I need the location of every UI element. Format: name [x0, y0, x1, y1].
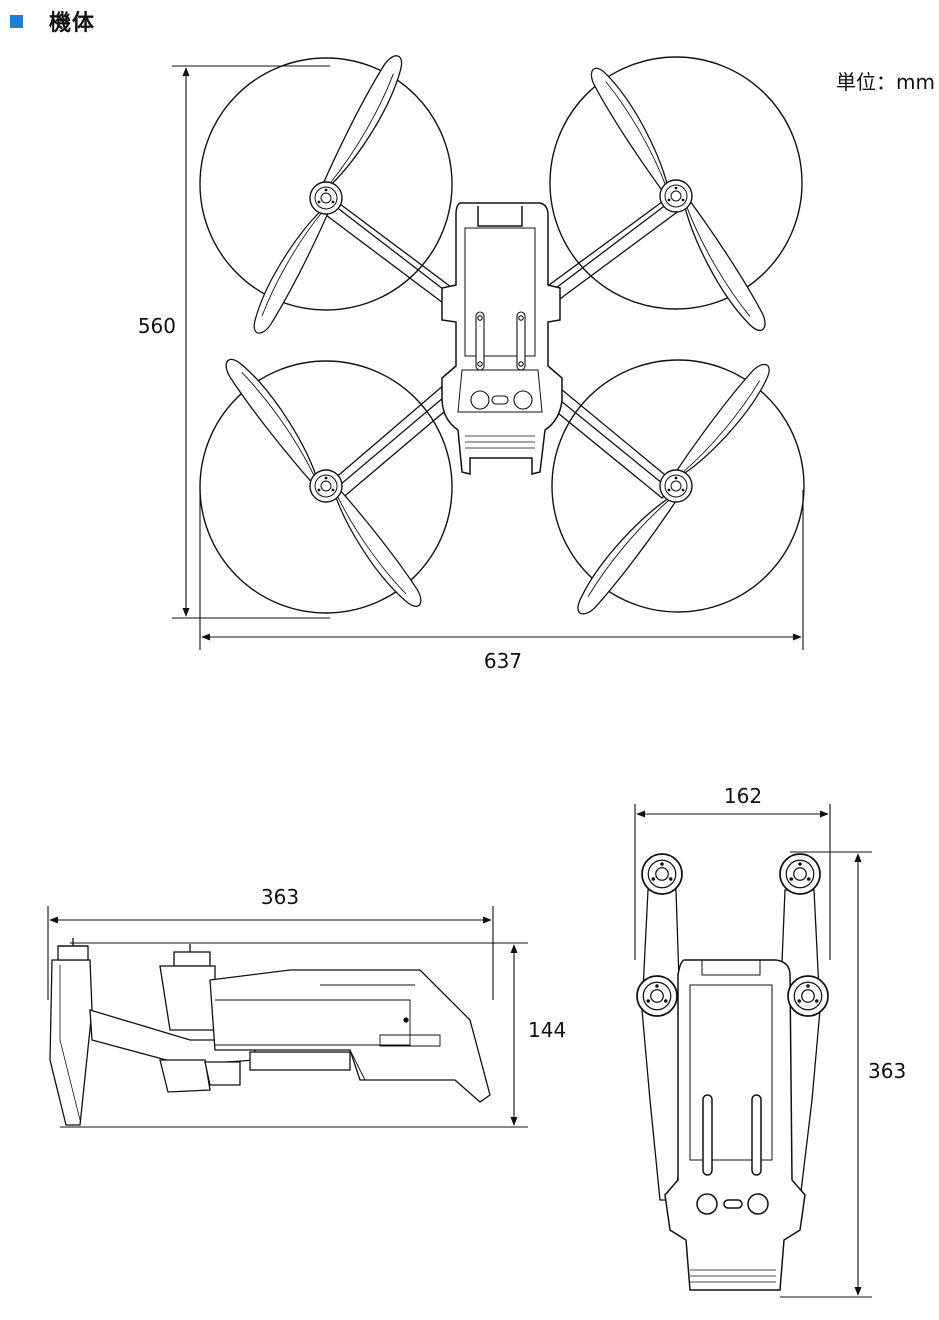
prop-disc-rear-left [199, 360, 453, 614]
motor-hub-icon [641, 853, 683, 895]
side-view: 363 144 [47, 885, 566, 1128]
prop-disc-front-right [549, 56, 803, 310]
prop-disc-front-left [199, 57, 453, 311]
dimension-top-height [172, 65, 330, 619]
motor-hub-icon [659, 179, 693, 213]
motor-hub-icon [779, 853, 821, 895]
dimension-folded-width [634, 804, 831, 960]
side-length-value: 363 [261, 885, 299, 909]
folded-view-body [664, 959, 806, 1291]
motor-hub-icon [309, 469, 343, 503]
section-title: 機体 [49, 11, 96, 36]
motor-hub-icon [636, 975, 678, 1017]
dimension-side-height [60, 942, 528, 1128]
unit-label: 単位：mm [836, 70, 935, 94]
section-header: 機体 [10, 8, 96, 36]
top-view-propeller-discs [199, 56, 805, 614]
side-height-value: 144 [528, 1018, 566, 1042]
motor-hub-icon [787, 975, 829, 1017]
top-width-value: 637 [484, 649, 522, 673]
section-bullet-icon [10, 14, 23, 28]
folded-view: 162 363 [634, 784, 906, 1298]
motor-hub-icon [659, 469, 693, 503]
dimension-side-length [47, 906, 494, 1000]
top-view-body [441, 202, 563, 475]
prop-disc-rear-right [551, 359, 805, 613]
side-view-drone [49, 938, 491, 1126]
motor-hub-icon [309, 181, 343, 215]
top-view: 560 637 [138, 54, 805, 673]
folded-length-value: 363 [868, 1059, 906, 1083]
dimension-top-width [199, 490, 804, 650]
top-height-value: 560 [138, 314, 176, 338]
dimension-folded-length [780, 851, 872, 1298]
top-view-body-details [470, 311, 533, 410]
folded-width-value: 162 [724, 784, 762, 808]
